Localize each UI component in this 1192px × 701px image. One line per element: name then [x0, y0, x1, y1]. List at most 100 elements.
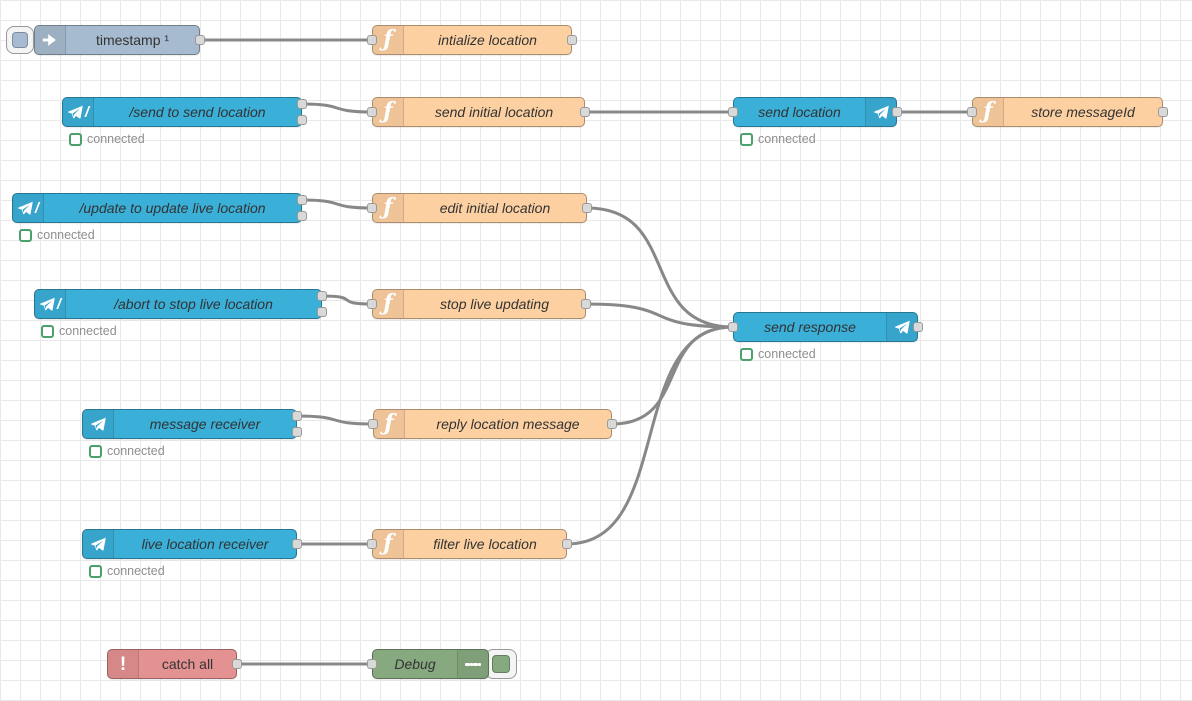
output-port[interactable]	[607, 419, 617, 429]
wire[interactable]	[300, 198, 374, 210]
node-label: edit initial location	[439, 200, 551, 216]
output-port[interactable]	[562, 539, 572, 549]
status-text: connected	[59, 324, 117, 338]
node-label: filter live location	[433, 536, 537, 552]
wire[interactable]	[320, 294, 374, 306]
node-body[interactable]: !catch all	[107, 649, 237, 679]
node-body[interactable]: send response	[733, 312, 918, 342]
node-catch-all[interactable]: !catch all	[107, 649, 242, 679]
node-debug[interactable]: Debug	[367, 649, 517, 679]
function-icon: ƒ	[373, 290, 404, 318]
node-body[interactable]: live location receiver	[82, 529, 297, 559]
telegram-command-icon: /	[35, 290, 66, 318]
wire[interactable]	[295, 414, 375, 426]
wire[interactable]	[584, 302, 735, 329]
node-telegram-receiver-live-location[interactable]: live location receiver connected	[82, 529, 302, 578]
output-port[interactable]	[297, 211, 307, 221]
node-body[interactable]: Debug	[372, 649, 489, 679]
input-port[interactable]	[967, 107, 977, 117]
output-port[interactable]	[317, 291, 327, 301]
output-port[interactable]	[292, 411, 302, 421]
output-port[interactable]	[317, 307, 327, 317]
output-port[interactable]	[297, 195, 307, 205]
wire[interactable]	[585, 206, 735, 329]
output-port[interactable]	[582, 203, 592, 213]
output-port[interactable]	[567, 35, 577, 45]
input-port[interactable]	[367, 299, 377, 309]
status-connected-icon	[89, 564, 102, 578]
input-port[interactable]	[728, 107, 738, 117]
output-port[interactable]	[195, 35, 205, 45]
node-body[interactable]: ƒ edit initial location	[372, 193, 587, 223]
output-port[interactable]	[297, 99, 307, 109]
wire[interactable]	[565, 325, 735, 546]
output-port[interactable]	[292, 539, 302, 549]
output-port[interactable]	[1158, 107, 1168, 117]
telegram-icon	[865, 98, 896, 126]
output-port[interactable]	[297, 115, 307, 125]
output-port[interactable]	[292, 427, 302, 437]
node-body[interactable]: / /update to update live location	[12, 193, 302, 223]
function-icon: ƒ	[373, 530, 404, 558]
node-status: connected	[89, 564, 165, 578]
input-port[interactable]	[367, 203, 377, 213]
debug-list-icon	[457, 650, 488, 678]
wire[interactable]	[300, 102, 374, 114]
node-telegram-command-update[interactable]: / /update to update live location connecte…	[12, 193, 307, 242]
node-label: /abort to stop live location	[114, 296, 273, 312]
node-body[interactable]: ƒ filter live location	[372, 529, 567, 559]
node-function-edit-initial-location[interactable]: ƒ edit initial location	[367, 193, 592, 223]
node-telegram-sender-send-location[interactable]: send location connected	[728, 97, 902, 146]
telegram-command-icon: /	[13, 194, 44, 222]
input-port[interactable]	[367, 539, 377, 549]
input-port[interactable]	[367, 659, 377, 669]
input-port[interactable]	[367, 107, 377, 117]
output-port[interactable]	[232, 659, 242, 669]
status-connected-icon	[740, 132, 753, 146]
output-port[interactable]	[892, 107, 902, 117]
node-label: reply location message	[436, 416, 580, 432]
function-icon: ƒ	[373, 194, 404, 222]
input-port[interactable]	[728, 322, 738, 332]
exclamation-icon: !	[108, 650, 139, 678]
wire[interactable]	[610, 325, 735, 426]
input-port[interactable]	[367, 35, 377, 45]
node-status: connected	[19, 228, 95, 242]
node-inject-timestamp[interactable]: timestamp ¹	[6, 25, 205, 55]
node-status: connected	[41, 324, 117, 338]
output-port[interactable]	[913, 322, 923, 332]
node-body[interactable]: message receiver	[82, 409, 297, 439]
node-body[interactable]: //send to send location	[62, 97, 302, 127]
node-telegram-command-abort[interactable]: / /abort to stop live location connected	[34, 289, 327, 338]
node-label: send location	[758, 104, 841, 120]
node-body[interactable]: / /abort to stop live location	[34, 289, 322, 319]
debug-toggle-button[interactable]	[485, 649, 517, 679]
node-label: /update to update live location	[79, 200, 266, 216]
node-body[interactable]: send location	[733, 97, 897, 127]
inject-button[interactable]	[6, 26, 34, 54]
output-port[interactable]	[580, 107, 590, 117]
node-function-filter-live-location[interactable]: ƒ filter live location	[367, 529, 572, 559]
node-body[interactable]: timestamp ¹	[34, 25, 200, 55]
node-label: timestamp ¹	[95, 32, 170, 48]
node-status: connected	[740, 132, 816, 146]
output-port[interactable]	[581, 299, 591, 309]
function-icon: ƒ	[373, 98, 404, 126]
status-connected-icon	[740, 347, 753, 361]
node-label: /send to send location	[129, 104, 266, 120]
input-port[interactable]	[368, 419, 378, 429]
